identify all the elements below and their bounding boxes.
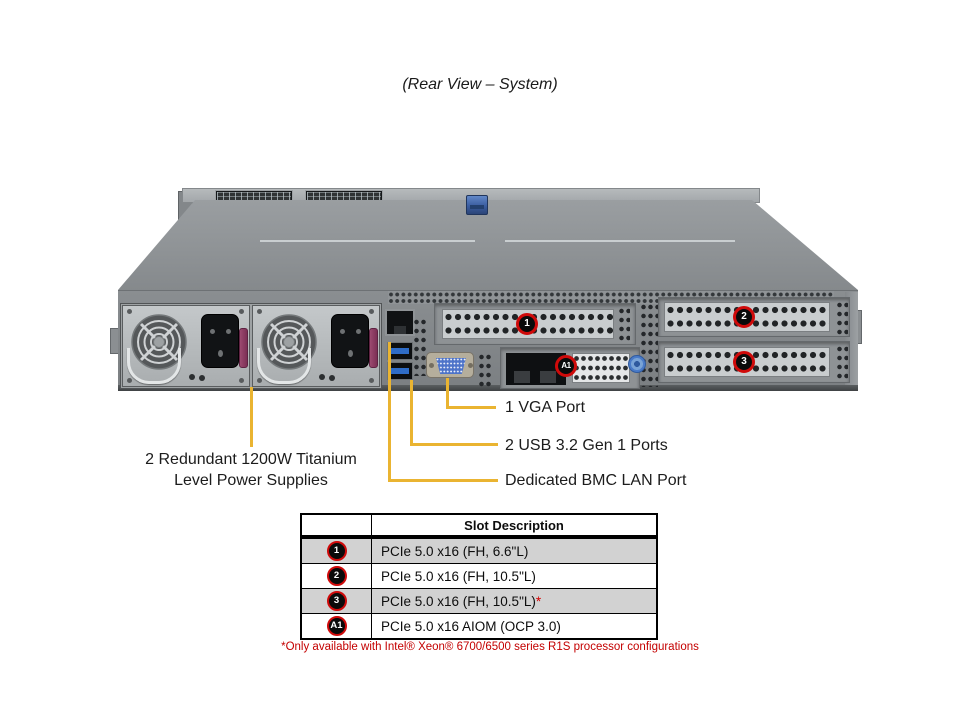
footnote: *Only available with Intel® Xeon® 6700/6… bbox=[281, 641, 699, 653]
panel-vent-holes bbox=[836, 345, 848, 381]
slot-1-description: PCIe 5.0 x16 (FH, 6.6"L) bbox=[381, 543, 529, 559]
page-title: (Rear View – System) bbox=[402, 76, 558, 93]
slot-a1-description: PCIe 5.0 x16 AIOM (OCP 3.0) bbox=[381, 618, 561, 634]
screw-icon bbox=[239, 378, 244, 383]
psu-handle bbox=[127, 348, 181, 384]
lan-port-tab bbox=[514, 371, 530, 383]
screw-icon bbox=[127, 309, 132, 314]
callout-label-psu-line2: Level Power Supplies bbox=[174, 472, 328, 489]
row-badge-cell: 3 bbox=[302, 589, 372, 613]
chassis-lid bbox=[118, 200, 858, 290]
row-desc-cell: PCIe 5.0 x16 AIOM (OCP 3.0) bbox=[372, 614, 656, 638]
inlet-pin bbox=[340, 329, 345, 334]
table-row-slot-2: 2 PCIe 5.0 x16 (FH, 10.5"L) bbox=[302, 563, 656, 588]
bmc-lan-port bbox=[385, 309, 415, 336]
screw-icon bbox=[257, 309, 262, 314]
ac-inlet bbox=[331, 314, 369, 368]
callout-line-vga bbox=[446, 406, 496, 409]
thumbscrew-icon bbox=[628, 355, 646, 373]
callout-label-usb: 2 USB 3.2 Gen 1 Ports bbox=[505, 437, 668, 454]
table-header-label: Slot Description bbox=[464, 517, 564, 533]
inlet-pin bbox=[226, 329, 231, 334]
slot-badge-3: 3 bbox=[733, 351, 755, 373]
psu-indicator-hole bbox=[199, 375, 205, 381]
inlet-pin bbox=[348, 350, 353, 357]
screw-icon bbox=[369, 309, 374, 314]
table-header-badge-cell bbox=[302, 515, 372, 535]
row-badge-2: 2 bbox=[326, 566, 347, 586]
row-desc-cell: PCIe 5.0 x16 (FH, 10.5"L)* bbox=[372, 589, 656, 613]
panel-vent-holes bbox=[413, 318, 427, 376]
usb-port-2 bbox=[387, 362, 413, 380]
table-row-slot-1: 1 PCIe 5.0 x16 (FH, 6.6"L) bbox=[302, 538, 656, 563]
callout-label-psu-line1: 2 Redundant 1200W Titanium bbox=[145, 451, 357, 468]
row-badge-cell: 2 bbox=[302, 564, 372, 588]
chassis-bottom-edge bbox=[118, 385, 858, 391]
table-row-slot-a1: A1 PCIe 5.0 x16 AIOM (OCP 3.0) bbox=[302, 613, 656, 638]
psu-indicator-hole bbox=[319, 374, 325, 380]
slot-3-description: PCIe 5.0 x16 (FH, 10.5"L) bbox=[381, 593, 536, 609]
lid-groove-left bbox=[260, 240, 475, 242]
callout-line-usb bbox=[410, 443, 498, 446]
lan-port-tab bbox=[540, 371, 556, 383]
slot-badge-2: 2 bbox=[733, 306, 755, 328]
psu-handle bbox=[257, 348, 311, 384]
callout-line-usb bbox=[410, 380, 413, 446]
screw-icon bbox=[468, 363, 473, 368]
ac-inlet bbox=[201, 314, 239, 368]
callout-line-bmc bbox=[388, 479, 498, 482]
panel-vent-holes bbox=[478, 353, 491, 387]
power-supply-2 bbox=[252, 305, 380, 387]
slot-description-table: Slot Description 1 PCIe 5.0 x16 (FH, 6.6… bbox=[300, 513, 658, 640]
row-badge-a1: A1 bbox=[326, 616, 347, 636]
inlet-pin bbox=[210, 329, 215, 334]
row-badge-3: 3 bbox=[326, 591, 347, 611]
callout-label-bmc: Dedicated BMC LAN Port bbox=[505, 472, 687, 489]
slot-badge-1: 1 bbox=[516, 313, 538, 335]
panel-vent-holes bbox=[640, 303, 658, 387]
slot-badge-a1: A1 bbox=[555, 355, 577, 377]
aiom-vent-grille bbox=[572, 353, 630, 383]
server-rear-illustration: 1 2 3 A1 bbox=[110, 185, 870, 397]
inlet-pin bbox=[218, 350, 223, 357]
vga-port bbox=[426, 352, 474, 378]
row-badge-cell: A1 bbox=[302, 614, 372, 638]
screw-icon bbox=[369, 378, 374, 383]
screw-icon bbox=[257, 378, 262, 383]
row-desc-cell: PCIe 5.0 x16 (FH, 6.6"L) bbox=[372, 539, 656, 563]
screw-icon bbox=[239, 309, 244, 314]
usb-port-1 bbox=[387, 342, 413, 360]
slot-2-description: PCIe 5.0 x16 (FH, 10.5"L) bbox=[381, 568, 536, 584]
row-desc-cell: PCIe 5.0 x16 (FH, 10.5"L) bbox=[372, 564, 656, 588]
lid-groove-right bbox=[505, 240, 735, 242]
power-supply-1 bbox=[122, 305, 250, 387]
psu-indicator-hole bbox=[189, 374, 195, 380]
lid-release-latch bbox=[466, 195, 488, 215]
row-badge-cell: 1 bbox=[302, 539, 372, 563]
callout-line-vga bbox=[446, 378, 449, 409]
panel-vent-holes bbox=[618, 307, 630, 343]
psu-release-lever bbox=[369, 328, 378, 368]
vga-connector-icon bbox=[436, 358, 466, 374]
callout-line-bmc bbox=[388, 342, 391, 482]
callout-label-vga: 1 VGA Port bbox=[505, 399, 586, 416]
slot-3-note: * bbox=[535, 593, 542, 609]
row-badge-1: 1 bbox=[326, 541, 347, 561]
screw-icon bbox=[429, 363, 434, 368]
panel-vent-holes bbox=[836, 301, 848, 335]
psu-release-lever bbox=[239, 328, 248, 368]
psu-indicator-hole bbox=[329, 375, 335, 381]
screw-icon bbox=[127, 378, 132, 383]
table-header-row: Slot Description bbox=[302, 515, 656, 538]
table-row-slot-3: 3 PCIe 5.0 x16 (FH, 10.5"L)* bbox=[302, 588, 656, 613]
callout-label-psu: 2 Redundant 1200W Titanium Level Power S… bbox=[131, 449, 371, 491]
callout-line-psu bbox=[250, 387, 253, 447]
inlet-pin bbox=[356, 329, 361, 334]
